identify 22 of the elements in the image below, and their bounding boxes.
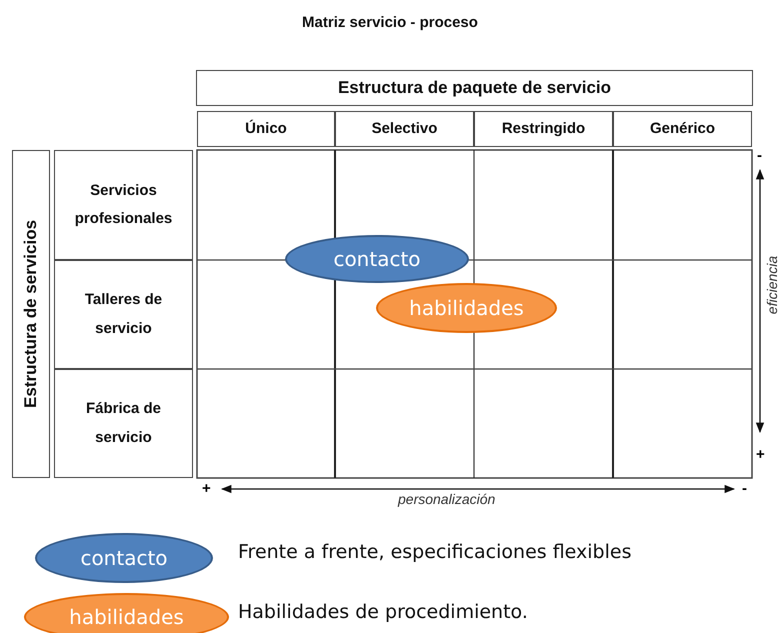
row-header: Talleres de servicio — [54, 260, 193, 369]
row-group-header: Estructura de servicios — [12, 150, 50, 478]
column-header: Único — [197, 111, 335, 147]
legend-description: Habilidades de procedimiento. — [238, 601, 528, 623]
row-header: Fábrica de servicio — [54, 369, 193, 478]
column-header: Selectivo — [335, 111, 474, 147]
axis-label: personalización — [398, 491, 496, 507]
axis-sign: + — [202, 480, 211, 497]
skills-ellipse: habilidades — [24, 593, 229, 633]
axis-label: eficiencia — [764, 256, 780, 314]
axis-sign: + — [756, 446, 765, 463]
skills-ellipse: habilidades — [376, 283, 557, 333]
diagram-title: Matriz servicio - proceso — [301, 14, 479, 31]
axis-sign: - — [742, 480, 747, 497]
header-cell: Estructura de paquete de servicio — [196, 70, 753, 106]
column-header: Restringido — [474, 111, 613, 147]
contact-ellipse: contacto — [285, 235, 469, 283]
legend-description: Frente a frente, especificaciones flexibles — [238, 541, 632, 563]
axis-sign: - — [757, 147, 762, 164]
row-header: Servicios profesionales — [54, 150, 193, 260]
contact-ellipse: contacto — [35, 533, 213, 583]
column-header: Genérico — [613, 111, 752, 147]
